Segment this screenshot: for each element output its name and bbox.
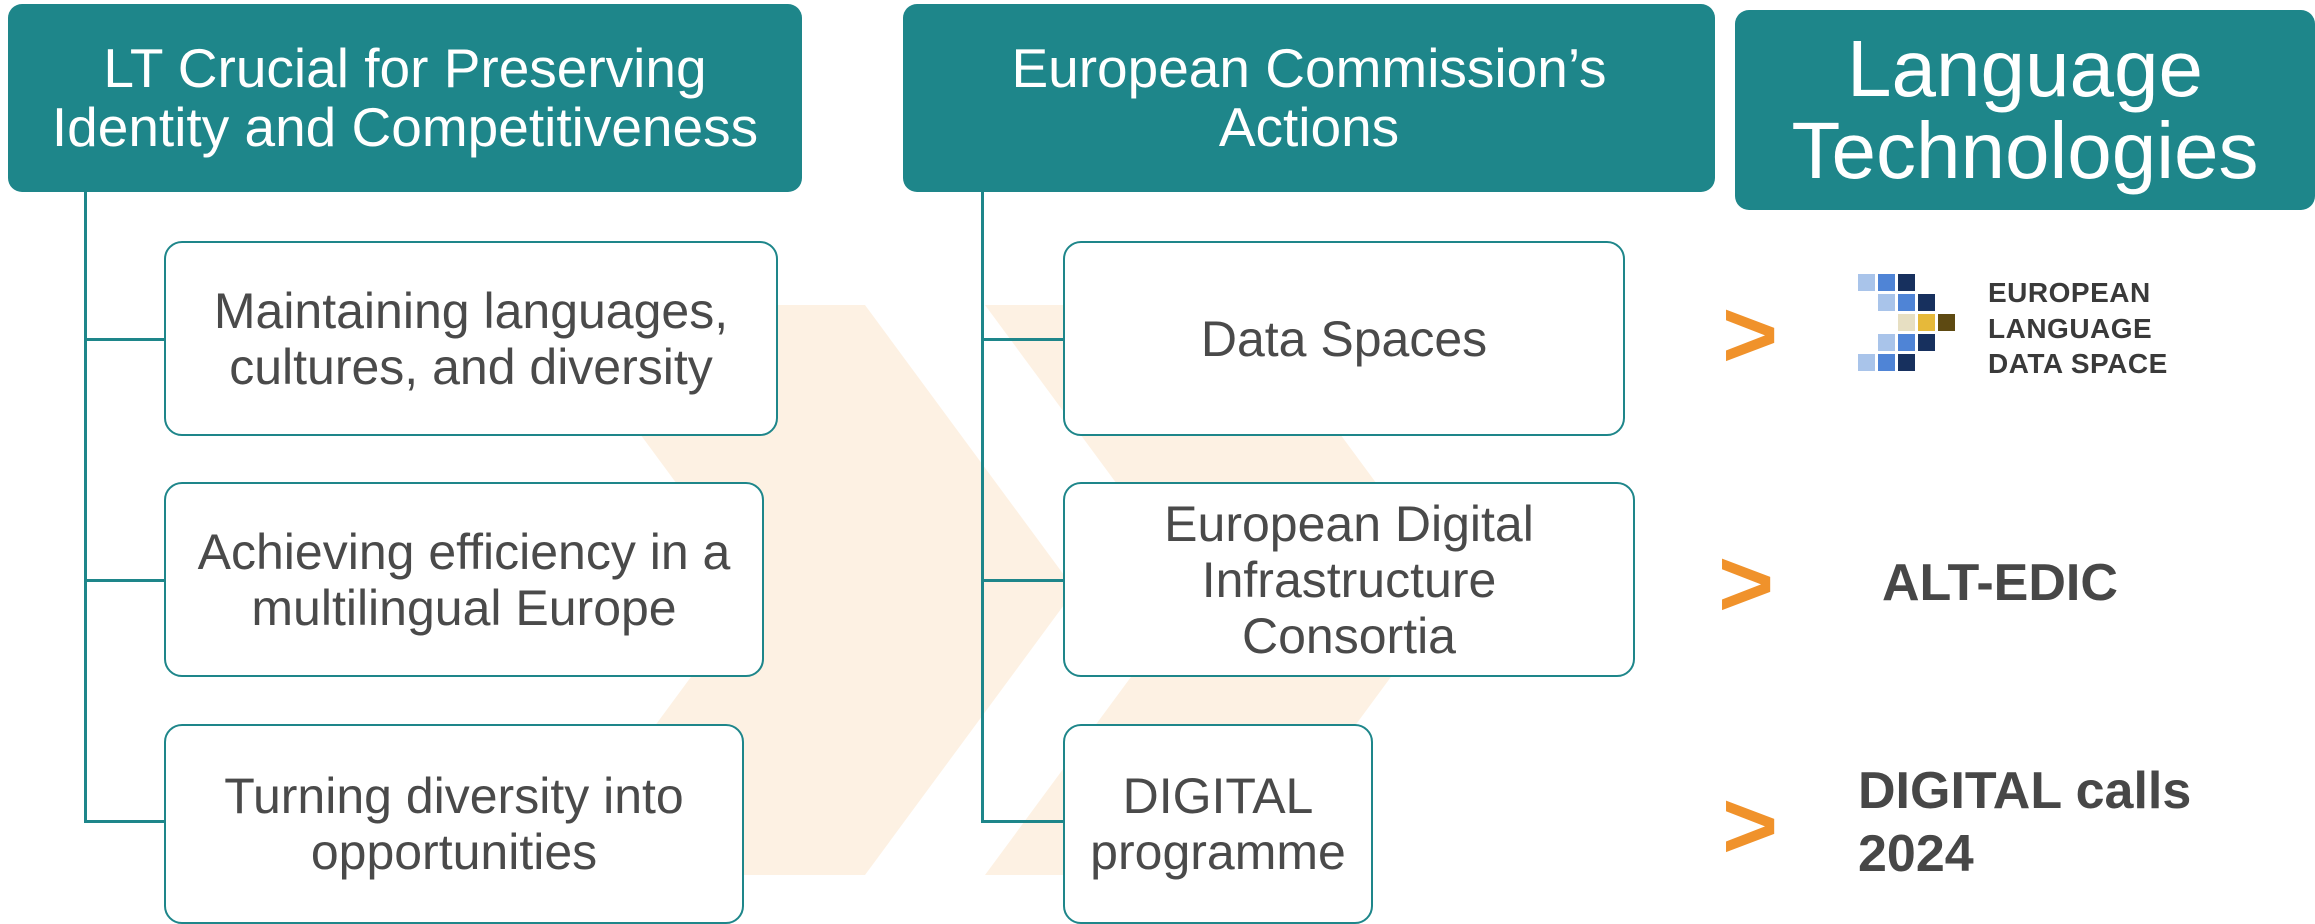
tree-connector-branch [981, 338, 1065, 341]
header-lt-crucial: LT Crucial for Preserving Identity and C… [8, 4, 802, 192]
header-language-technologies: Language Technologies [1735, 10, 2315, 210]
tree-connector-branch [981, 820, 1065, 823]
box-data-spaces: Data Spaces [1063, 241, 1625, 436]
label-alt-edic: ALT-EDIC [1882, 554, 2118, 612]
box-digital-programme: DIGITAL programme [1063, 724, 1373, 924]
greater-than-arrow-icon: > [1718, 530, 1775, 637]
tree-connector-vertical-2 [981, 192, 984, 822]
box-edic: European Digital Infrastructure Consorti… [1063, 482, 1635, 677]
tree-connector-vertical-1 [84, 192, 87, 822]
box-maintaining-languages: Maintaining languages, cultures, and div… [164, 241, 778, 436]
box-turning-diversity: Turning diversity into opportunities [164, 724, 744, 924]
tree-connector-branch [84, 579, 166, 582]
tree-connector-branch [84, 820, 166, 823]
box-achieving-efficiency: Achieving efficiency in a multilingual E… [164, 482, 764, 677]
header-ec-actions: European Commission’s Actions [903, 4, 1715, 192]
european-language-data-space-logo [1858, 274, 1955, 371]
greater-than-arrow-icon: > [1722, 772, 1779, 879]
tree-connector-branch [84, 338, 166, 341]
label-digital-calls: DIGITAL calls 2024 [1858, 762, 2192, 884]
logo-text: EUROPEAN LANGUAGE DATA SPACE [1988, 277, 2168, 380]
tree-connector-branch [981, 579, 1065, 582]
greater-than-arrow-icon: > [1722, 281, 1779, 388]
